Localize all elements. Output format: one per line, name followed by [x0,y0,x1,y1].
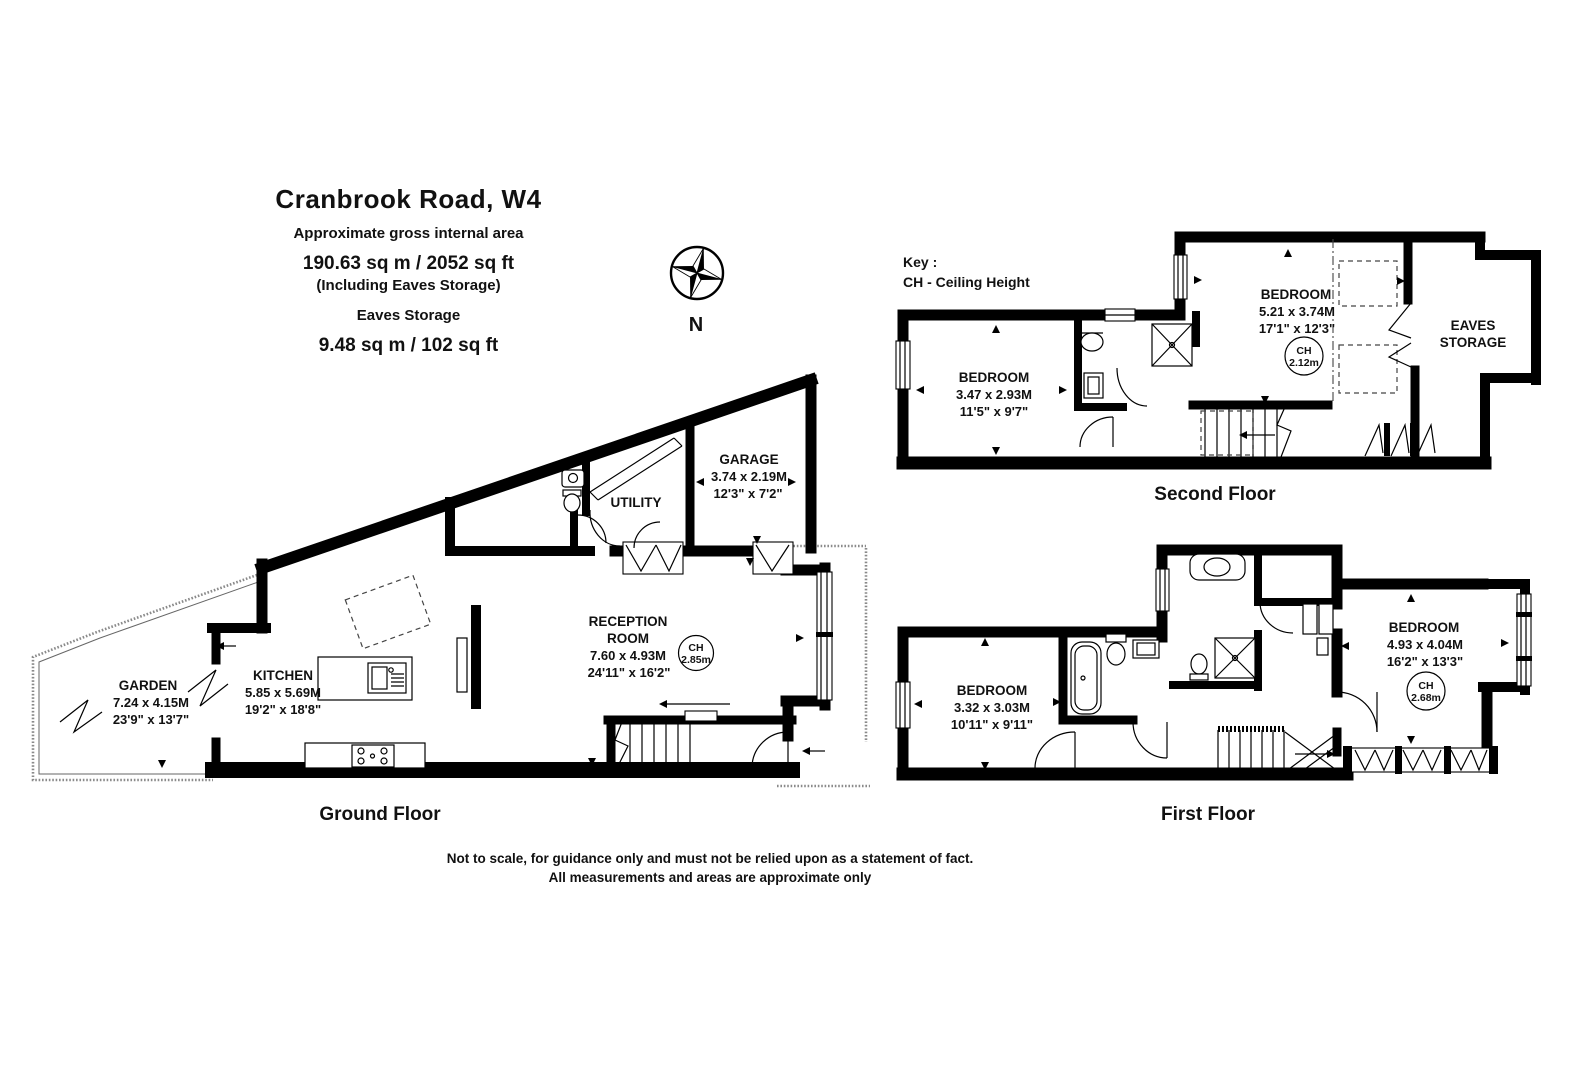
ch-value-bedroom1r: 2.68m [1411,692,1441,704]
room-name-garage: GARAGE [719,452,778,467]
key-ch: CH - Ceiling Height [903,274,1030,290]
first-floor-windows [895,568,1532,774]
room-name-bedroom1l: BEDROOM [957,683,1028,698]
ground-floor-title: Ground Floor [319,804,441,825]
room-metric-kitchen: 5.85 x 5.69M [245,685,321,700]
room-name-reception-2: ROOM [607,631,649,646]
second-stairs [1200,406,1292,459]
kitchen-counter-hob [304,742,426,769]
ground-floor-windows [622,541,833,701]
disclaimer-line1: Not to scale, for guidance only and must… [446,851,974,866]
second-floor-fixtures [1080,323,1193,399]
compass-rose-icon: N [669,245,725,336]
room-imperial-bedroom1r: 16'2" x 13'3" [1387,654,1463,669]
eaves-storage-title: Eaves Storage [356,307,461,324]
eaves-storage-area: 9.48 sq m / 102 sq ft [318,335,499,356]
room-name-reception-1: RECEPTION [589,614,668,629]
room-imperial-reception: 24'11" x 16'2" [588,665,671,680]
second-floor-labels: Key : CH - Ceiling Height BEDROOM 3.47 x… [903,254,1506,419]
first-floor-labels: BEDROOM 3.32 x 3.03M 10'11" x 9'11" BEDR… [951,620,1463,732]
ground-floor-labels: GARDEN 7.24 x 4.15M 23'9" x 13'7" KITCHE… [113,452,787,727]
ground-measure-arrows [158,478,804,768]
second-doors [1079,367,1148,448]
ground-stairs [614,700,730,767]
ch-value-bedroom2r: 2.12m [1289,357,1319,369]
total-area-note: (Including Eaves Storage) [316,277,501,294]
disclaimer: Not to scale, for guidance only and must… [0,849,1420,887]
second-floor-plan: Key : CH - Ceiling Height BEDROOM 3.47 x… [895,231,1541,470]
room-imperial-bedroom1l: 10'11" x 9'11" [951,717,1033,732]
key-title: Key : [903,254,937,270]
eaves-storage-line1: EAVES [1451,318,1496,333]
room-imperial-bedroom2l: 11'5" x 9'7" [960,404,1028,419]
ground-doors [216,509,825,767]
wc-fixtures [561,469,585,513]
eaves-storage-line2: STORAGE [1440,335,1507,350]
first-doors [1034,601,1378,769]
ground-floor-boundaries [31,544,870,788]
room-metric-reception: 7.60 x 4.93M [590,648,666,663]
room-imperial-garden: 23'9" x 13'7" [113,712,189,727]
second-floor-title: Second Floor [1154,484,1276,505]
room-name-bedroom2r: BEDROOM [1261,287,1332,302]
room-metric-garden: 7.24 x 4.15M [113,695,189,710]
first-measure-arrows [914,594,1509,770]
second-floor-windows [895,254,1188,390]
room-metric-bedroom1r: 4.93 x 4.04M [1387,637,1463,652]
eaves-access-marks [1364,302,1436,457]
second-floor-dashed [1332,239,1398,403]
first-stairs [1217,726,1340,773]
room-metric-bedroom2l: 3.47 x 2.93M [956,387,1032,402]
ch-label-reception: CH [688,642,703,654]
room-imperial-kitchen: 19'2" x 18'8" [245,702,321,717]
room-name-garden: GARDEN [119,678,178,693]
first-floor-fixtures [1070,553,1334,715]
total-area: 190.63 sq m / 2052 sq ft [302,253,515,274]
room-name-kitchen: KITCHEN [253,668,313,683]
room-imperial-garage: 12'3" x 7'2" [713,486,782,501]
rooflight-dashed [344,574,432,650]
title-subtitle: Approximate gross internal area [293,225,524,242]
radiator [456,637,468,693]
room-name-bedroom2l: BEDROOM [959,370,1030,385]
room-name-bedroom1r: BEDROOM [1389,620,1460,635]
ch-label-bedroom2r: CH [1296,345,1311,357]
room-name-utility: UTILITY [611,495,662,510]
disclaimer-line2: All measurements and areas are approxima… [548,870,872,885]
first-floor-walls [896,544,1530,781]
second-floor-walls [896,231,1541,470]
room-metric-bedroom2r: 5.21 x 3.74M [1259,304,1335,319]
first-floor-plan: BEDROOM 3.32 x 3.03M 10'11" x 9'11" BEDR… [895,544,1532,781]
utility-slope-line [589,437,683,501]
room-imperial-bedroom2r: 17'1" x 12'3" [1259,321,1335,336]
ch-label-bedroom1r: CH [1418,680,1433,692]
room-metric-bedroom1l: 3.32 x 3.03M [954,700,1030,715]
title-block: Cranbrook Road, W4 Approximate gross int… [256,184,561,357]
compass-north-label: N [689,314,703,336]
room-metric-garage: 3.74 x 2.19M [711,469,787,484]
first-floor-title: First Floor [1161,804,1255,825]
second-measure-arrows [916,249,1405,455]
ch-value-reception: 2.85m [681,654,711,666]
ground-floor-plan: GARDEN 7.24 x 4.15M 23'9" x 13'7" KITCHE… [31,372,870,788]
page-title: Cranbrook Road, W4 [275,184,542,214]
kitchen-island [317,656,413,701]
